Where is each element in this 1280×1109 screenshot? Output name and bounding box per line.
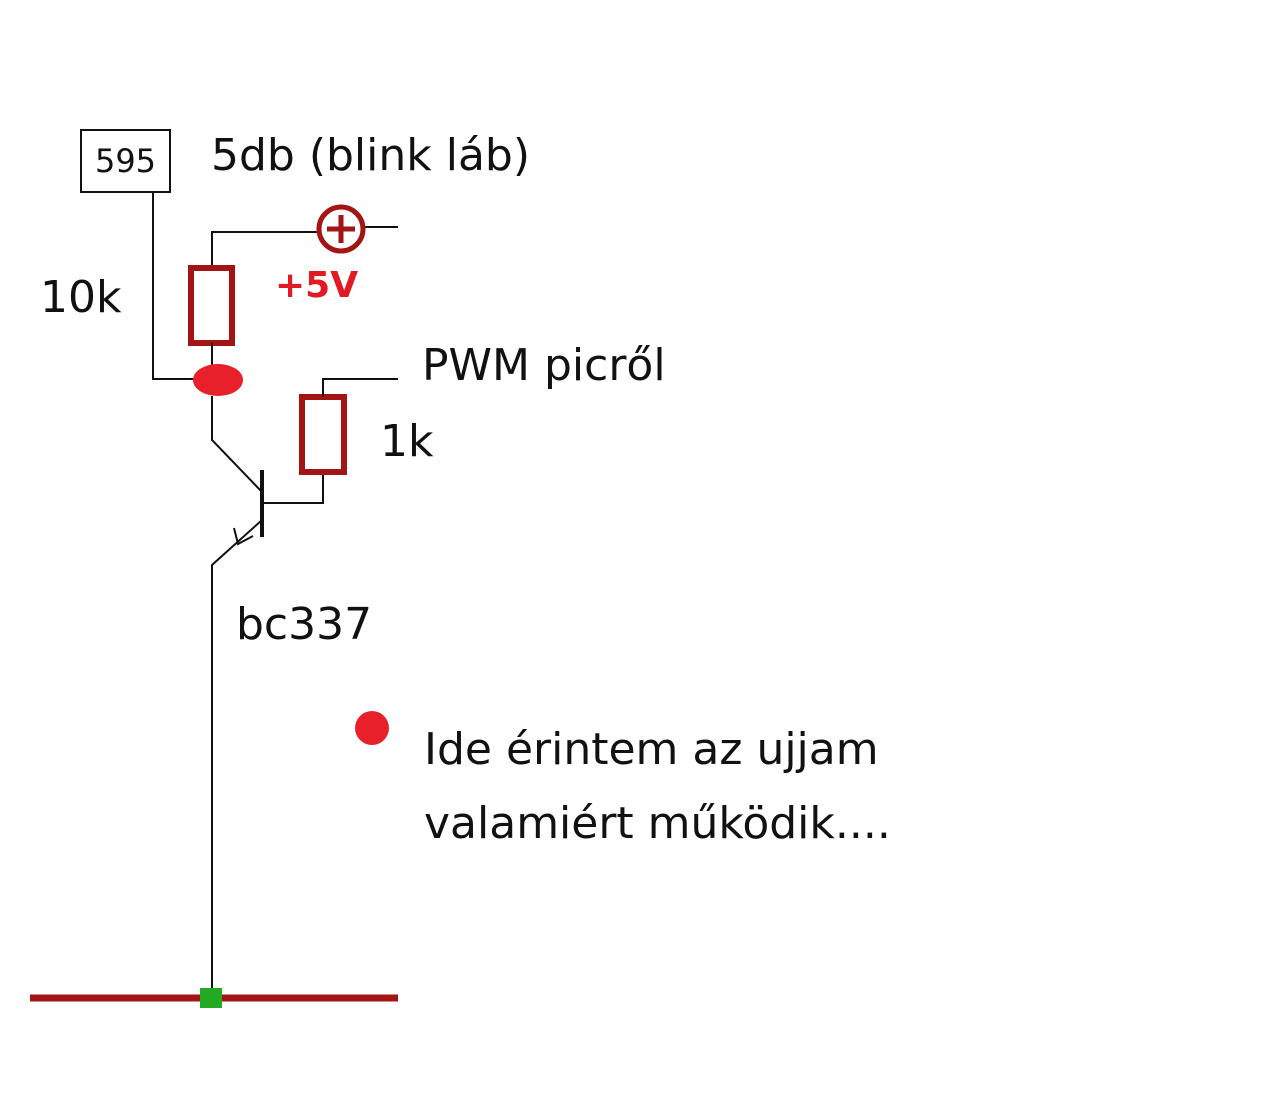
resistor-1k-label: 1k: [380, 416, 434, 467]
supply-label: +5V: [275, 265, 359, 306]
chip-note: 5db (blink láb): [211, 130, 531, 181]
chip-output-wire: [152, 193, 212, 380]
base-wire: [262, 472, 324, 504]
emitter-arrow-icon: [233, 527, 254, 546]
resistor-10k-label: 10k: [40, 272, 122, 323]
chip-label: 595: [94, 142, 157, 180]
touch-note-line2: valamiért működik....: [424, 798, 891, 849]
pwm-label: PWM picről: [422, 340, 666, 391]
ground-pad: [200, 988, 222, 1008]
touch-point: [355, 711, 389, 745]
transistor-label: bc337: [236, 599, 373, 650]
supply-terminal-icon: [316, 204, 366, 254]
chip-595-box: 595: [80, 129, 171, 193]
collector-wire: [211, 396, 263, 493]
touch-note-line1: Ide érintem az ujjam: [424, 724, 879, 775]
resistor-10k: [188, 265, 235, 346]
junction-node: [193, 364, 243, 396]
emitter-wire: [211, 519, 263, 995]
pwm-wire: [322, 378, 398, 397]
resistor-1k: [299, 394, 347, 475]
supply-wire: [211, 231, 318, 268]
